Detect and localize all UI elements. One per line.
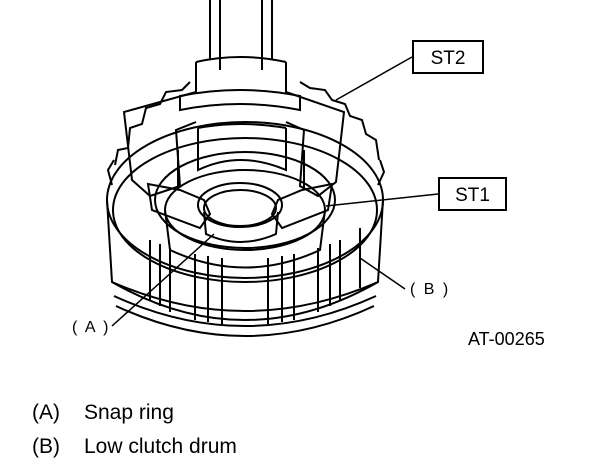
inner-hub bbox=[154, 151, 336, 269]
callout-a: ( A ) bbox=[72, 319, 111, 336]
st2-label: ST2 bbox=[412, 40, 484, 74]
st1-tool bbox=[146, 123, 334, 230]
figure-code: AT-00265 bbox=[468, 329, 545, 349]
st1-label: ST1 bbox=[438, 177, 507, 211]
leader-lines bbox=[111, 56, 439, 327]
legend-row-a: (A) Snap ring bbox=[32, 396, 237, 430]
callout-b: ( B ) bbox=[410, 281, 451, 298]
legend-text: Snap ring bbox=[84, 401, 174, 424]
snap-ring bbox=[197, 182, 283, 243]
legend: (A) Snap ring (B) Low clutch drum bbox=[32, 396, 237, 464]
st2-tool bbox=[122, 0, 346, 198]
legend-text: Low clutch drum bbox=[84, 435, 237, 458]
clutch-drum-illustration bbox=[106, 0, 439, 337]
legend-key: (A) bbox=[32, 401, 60, 424]
legend-key: (B) bbox=[32, 435, 60, 458]
legend-row-b: (B) Low clutch drum bbox=[32, 430, 237, 464]
diagram-figure: ST2 ST1 ( A ) ( B ) AT-00265 bbox=[72, 0, 545, 349]
